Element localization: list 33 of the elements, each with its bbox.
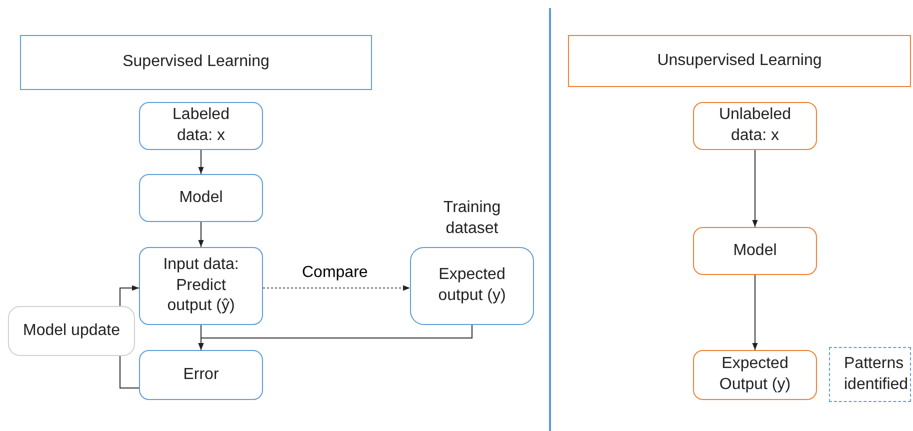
node-text: Model <box>178 188 224 208</box>
arrow <box>752 274 758 350</box>
arrow <box>120 356 140 388</box>
process-box <box>139 102 263 150</box>
node-caption: Training dataset <box>442 198 502 239</box>
node-text: Expected Output (y) <box>718 354 792 395</box>
node-text: Unsupervised Learning <box>656 50 823 71</box>
edge-label: Compare <box>300 264 370 282</box>
process-box <box>139 174 263 222</box>
title-box <box>568 35 911 87</box>
node-text: Unlabeled data: x <box>718 105 792 146</box>
process-box <box>693 227 817 275</box>
arrow <box>120 285 140 306</box>
process-box <box>693 102 817 150</box>
process-box <box>8 306 135 356</box>
node-text: Input data: Predict output (ŷ) <box>162 254 240 316</box>
node-text: Patterns identified <box>843 354 910 394</box>
node-text: Labeled data: x <box>172 105 230 146</box>
arrow <box>262 285 410 291</box>
node-text: Model <box>732 240 778 261</box>
title-box <box>20 35 372 90</box>
arrow <box>198 324 472 350</box>
node-text: Model update <box>22 320 121 341</box>
process-box <box>693 350 817 400</box>
arrow <box>198 150 204 174</box>
note-box <box>829 347 911 402</box>
node-text: Expected output (y) <box>437 265 507 306</box>
process-box <box>139 350 263 400</box>
arrow <box>198 222 204 248</box>
arrow <box>752 150 758 228</box>
process-box <box>139 247 263 325</box>
node-text: Supervised Learning <box>122 52 270 72</box>
node-text: Error <box>182 364 220 385</box>
